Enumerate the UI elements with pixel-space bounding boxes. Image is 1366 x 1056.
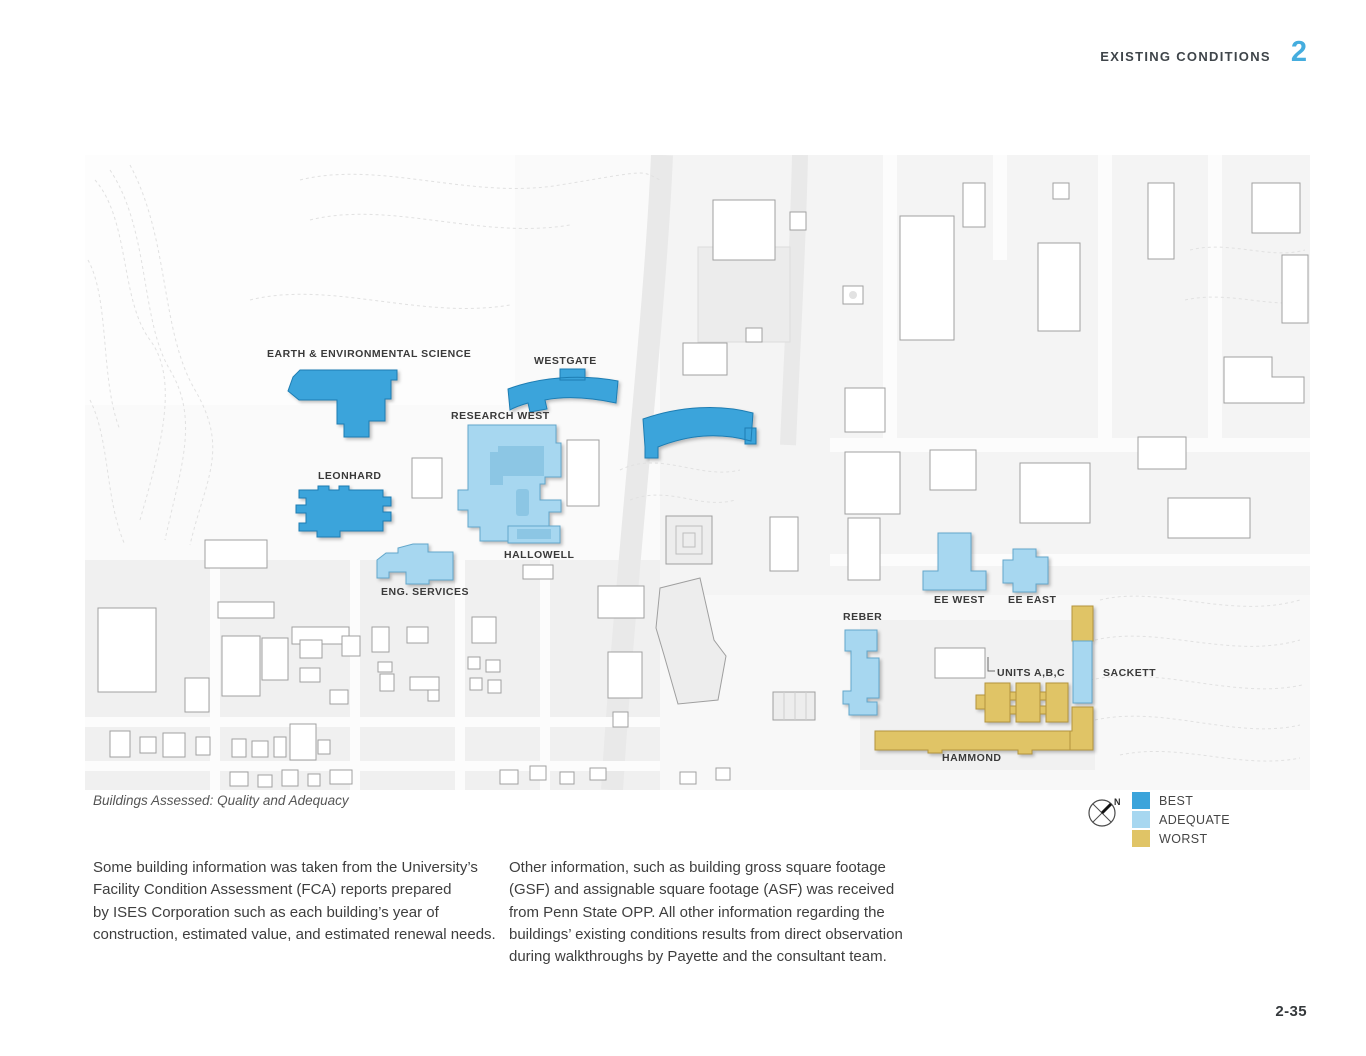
legend-item-worst: WORST [1132, 830, 1230, 847]
label-leonhard: LEONHARD [318, 470, 382, 482]
label-earth-environmental-science: EARTH & ENVIRONMENTAL SCIENCE [267, 348, 471, 360]
map-caption: Buildings Assessed: Quality and Adequacy [93, 793, 349, 808]
label-sackett: SACKETT [1103, 667, 1156, 679]
legend-label-worst: WORST [1159, 831, 1208, 846]
page-number: 2-35 [1275, 1003, 1307, 1020]
legend-item-best: BEST [1132, 792, 1230, 809]
body-paragraph-left: Some building information was taken from… [93, 859, 496, 943]
building-ee-west [922, 532, 987, 591]
map-legend: BEST ADEQUATE WORST [1132, 792, 1230, 847]
shaded-structures [655, 246, 816, 721]
label-hammond: HAMMOND [942, 752, 1002, 764]
label-hallowell: HALLOWELL [504, 549, 574, 561]
label-westgate: WESTGATE [534, 355, 597, 367]
building-labels: EARTH & ENVIRONMENTAL SCIENCE WESTGATE R… [267, 348, 1156, 764]
building-eng-services [376, 543, 454, 585]
building-hammond [874, 730, 1071, 755]
chapter-number: 2 [1290, 36, 1307, 68]
label-reber: REBER [843, 611, 882, 623]
campus-map: EARTH & ENVIRONMENTAL SCIENCE WESTGATE R… [85, 155, 1310, 790]
label-ee-west: EE WEST [934, 594, 985, 606]
compass-north-label: N [1114, 797, 1121, 807]
research-west-detail [516, 489, 529, 516]
label-units-abc: UNITS A,B,C [997, 667, 1065, 679]
assessed-buildings [287, 368, 1094, 755]
building-westgate-south [642, 407, 757, 459]
building-leonhard [295, 485, 392, 538]
building-sackett [1069, 605, 1094, 751]
hallowell-detail [517, 529, 551, 539]
label-eng-services: ENG. SERVICES [381, 586, 469, 598]
building-reber [842, 629, 880, 716]
building-ee-east [1002, 548, 1049, 593]
building-earth-environmental-science [287, 369, 398, 438]
label-research-west: RESEARCH WEST [451, 410, 550, 422]
research-west-detail [498, 446, 544, 476]
roads [85, 155, 1310, 790]
body-paragraph-right: Other information, such as building gros… [509, 859, 903, 966]
legend-label-best: BEST [1159, 793, 1194, 808]
legend-swatch-adequate [1132, 811, 1150, 828]
building-westgate-north [507, 368, 619, 413]
background-buildings [97, 182, 1309, 788]
compass-icon: N [1088, 797, 1121, 827]
building-units-abc [975, 682, 1069, 723]
legend-swatch-best [1132, 792, 1150, 809]
section-title: EXISTING CONDITIONS [1100, 49, 1271, 64]
legend-label-adequate: ADEQUATE [1159, 812, 1231, 827]
legend-item-adequate: ADEQUATE [1132, 811, 1230, 828]
legend-swatch-worst [1132, 830, 1150, 847]
page-header: EXISTING CONDITIONS 2 [1100, 36, 1307, 69]
label-ee-east: EE EAST [1008, 594, 1057, 606]
